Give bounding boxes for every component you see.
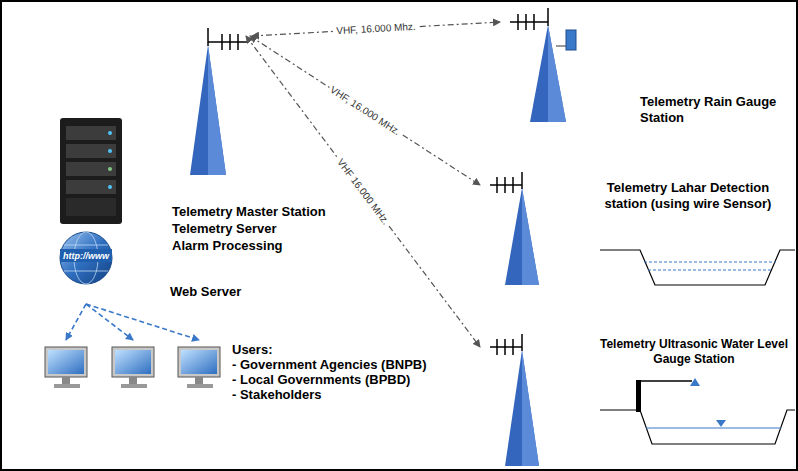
web-link (86, 304, 199, 340)
node-text: - Stakeholders (232, 387, 322, 403)
web-link (86, 304, 133, 340)
node-text: Telemetry Server (172, 221, 277, 237)
link-label: VHF, 16.000 MHz. (326, 82, 404, 138)
node-text: - Government Agencies (BNPB) (232, 357, 427, 373)
node-title: Telemetry Master Station (172, 204, 326, 220)
url-text: http://www (63, 251, 109, 261)
node-title: Web Server (170, 284, 241, 300)
users-group: Users:- Government Agencies (BNPB)- Loca… (40, 340, 431, 407)
node-text: - Local Governments (BPBD) (232, 372, 410, 388)
link-label: VHF, 16.000 Mhz. (334, 21, 418, 38)
ultrasonic-tower (490, 334, 795, 466)
lahar-station: Telemetry Lahar Detection station (using… (480, 175, 792, 295)
rain-gauge-station: Telemetry Rain Gauge Station (500, 18, 798, 138)
user-computers (45, 347, 220, 388)
node-title: Telemetry Lahar Detection station (using… (588, 180, 788, 212)
server-icon (60, 118, 122, 224)
node-text: Alarm Processing (172, 238, 283, 254)
node-title: Telemetry Rain Gauge Station (640, 94, 798, 126)
master-tower (190, 28, 248, 175)
radio-link (246, 36, 480, 347)
web-link (66, 304, 86, 340)
lahar-tower (490, 172, 795, 285)
globe-icon (60, 232, 112, 284)
web-server: Web Server (55, 232, 265, 304)
ultrasonic-station: Telemetry Ultrasonic Water Level Gauge S… (480, 335, 794, 467)
rain-gauge-tower (510, 8, 576, 122)
link-label: VHF 16.000 MHz. (333, 155, 393, 229)
node-title: Telemetry Ultrasonic Water Level Gauge S… (598, 337, 790, 367)
radio-link (250, 36, 480, 185)
node-title: Users: (232, 342, 272, 358)
master-station: Telemetry Master StationTelemetry Server… (165, 36, 380, 261)
